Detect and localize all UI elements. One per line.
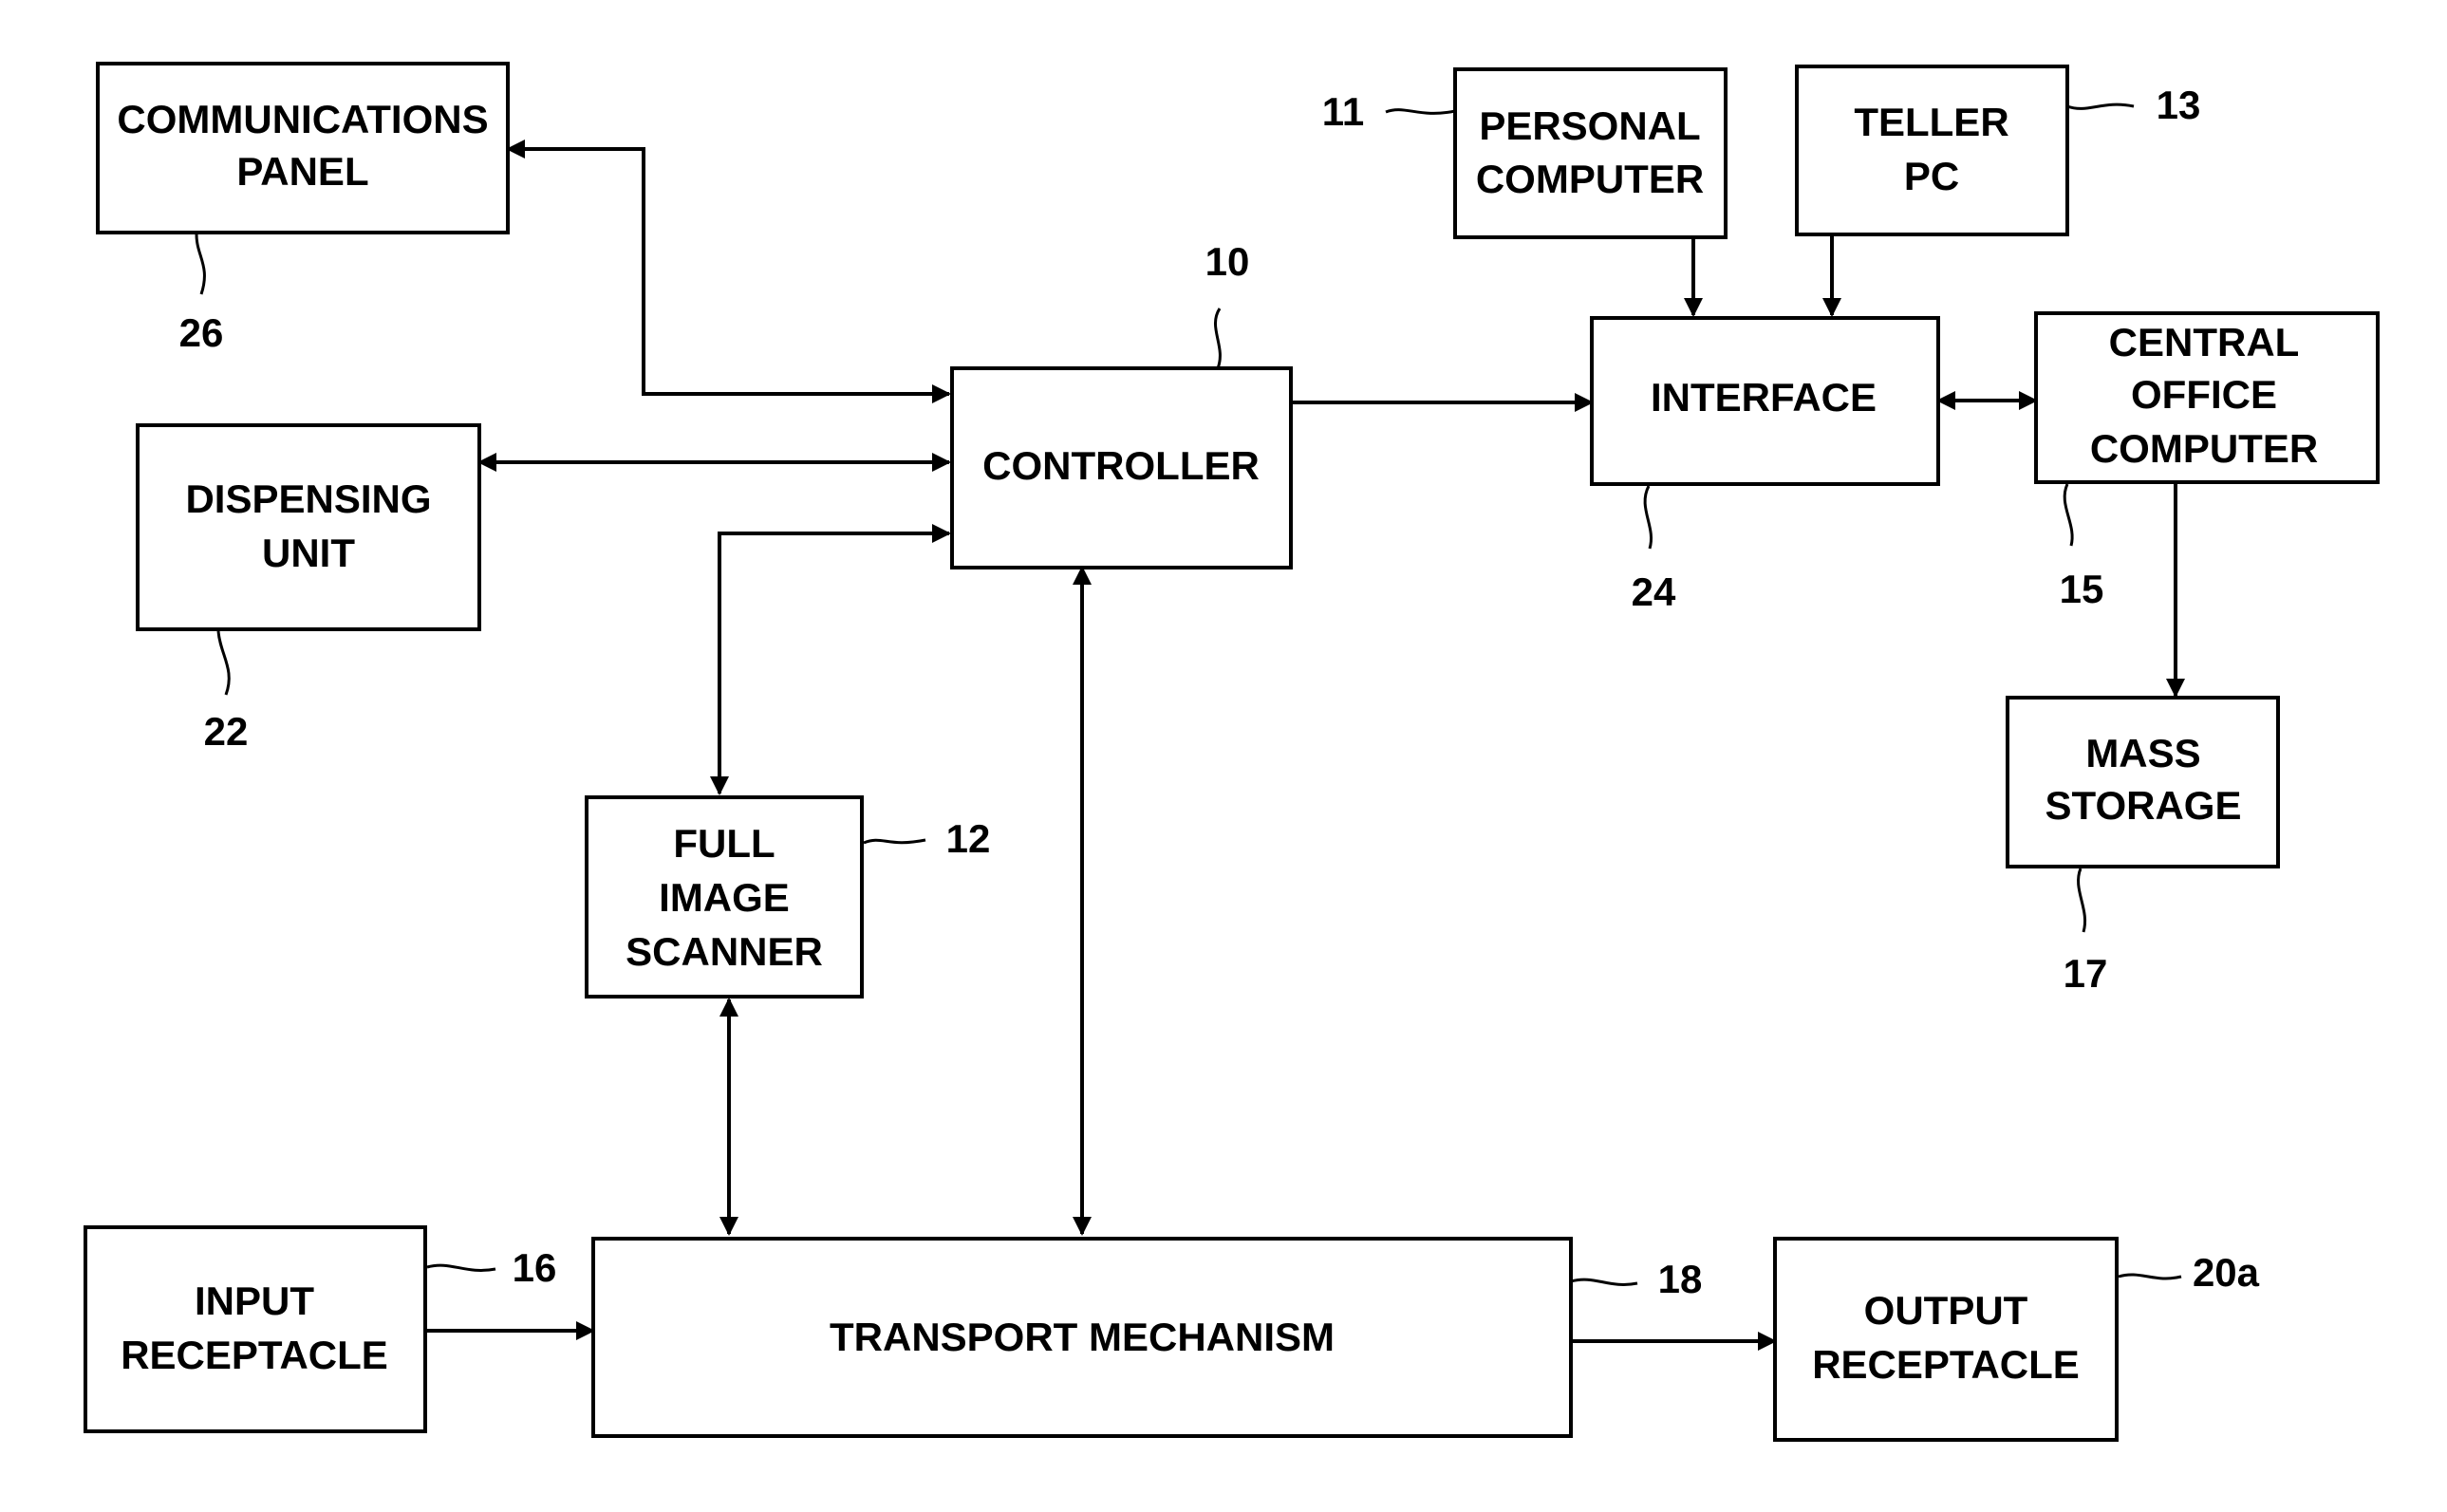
personal-computer-label-1: PERSONAL xyxy=(1479,103,1700,148)
controller-block: CONTROLLER xyxy=(952,368,1291,568)
ref-18: 18 xyxy=(1658,1257,1703,1301)
ref-15: 15 xyxy=(2060,567,2104,611)
central-office-label-3: COMPUTER xyxy=(2090,426,2318,471)
dispensing-unit-label-2: UNIT xyxy=(262,531,355,575)
dispensing-unit-block: DISPENSING UNIT xyxy=(138,425,479,629)
communications-panel-label-2: PANEL xyxy=(236,149,368,194)
interface-block: INTERFACE xyxy=(1592,318,1938,484)
personal-computer-label-2: COMPUTER xyxy=(1476,157,1704,201)
input-receptacle-block: INPUT RECEPTACLE xyxy=(85,1227,425,1431)
full-image-scanner-block: FULL IMAGE SCANNER xyxy=(587,797,862,997)
transport-mechanism-block: TRANSPORT MECHANISM xyxy=(593,1239,1571,1436)
scanner-label-3: SCANNER xyxy=(626,929,823,974)
ref-17: 17 xyxy=(2064,951,2108,996)
communications-panel-label-1: COMMUNICATIONS xyxy=(117,97,488,141)
teller-pc-label-1: TELLER xyxy=(1854,100,2008,144)
ref-20a: 20a xyxy=(2193,1250,2260,1295)
output-receptacle-block: OUTPUT RECEPTACLE xyxy=(1775,1239,2117,1440)
ref-22: 22 xyxy=(204,709,249,754)
interface-label: INTERFACE xyxy=(1651,375,1877,420)
personal-computer-block: PERSONAL COMPUTER xyxy=(1455,69,1726,237)
reference-numbers: 26 22 10 12 11 13 24 15 17 16 18 20a xyxy=(179,83,2260,1301)
mass-storage-block: MASS STORAGE xyxy=(2008,698,2278,867)
ref-10: 10 xyxy=(1205,239,1250,284)
controller-label: CONTROLLER xyxy=(982,443,1260,488)
central-office-label-2: OFFICE xyxy=(2131,372,2277,417)
ref-26: 26 xyxy=(179,310,224,355)
communications-panel-block: COMMUNICATIONS PANEL xyxy=(98,64,508,233)
connector-communications-controller xyxy=(508,149,949,394)
ref-11: 11 xyxy=(1322,89,1364,134)
ref-12: 12 xyxy=(946,816,991,861)
central-office-label-1: CENTRAL xyxy=(2109,320,2300,364)
scanner-label-1: FULL xyxy=(673,821,775,866)
input-receptacle-label-1: INPUT xyxy=(195,1279,314,1323)
central-office-computer-block: CENTRAL OFFICE COMPUTER xyxy=(2036,313,2378,482)
mass-storage-label-2: STORAGE xyxy=(2045,783,2242,828)
mass-storage-label-1: MASS xyxy=(2085,731,2200,775)
ref-24: 24 xyxy=(1632,569,1676,614)
connector-scanner-controller xyxy=(719,533,949,793)
output-receptacle-label-2: RECEPTACLE xyxy=(1812,1342,2080,1387)
transport-mechanism-label: TRANSPORT MECHANISM xyxy=(830,1315,1335,1359)
ref-13: 13 xyxy=(2157,83,2201,127)
input-receptacle-label-2: RECEPTACLE xyxy=(121,1333,388,1377)
ref-16: 16 xyxy=(513,1245,557,1290)
scanner-label-2: IMAGE xyxy=(659,875,790,920)
reference-leaders xyxy=(196,104,2181,1284)
dispensing-unit-label-1: DISPENSING xyxy=(185,476,431,521)
teller-pc-label-2: PC xyxy=(1904,154,1959,198)
output-receptacle-label-1: OUTPUT xyxy=(1864,1288,2028,1333)
teller-pc-block: TELLER PC xyxy=(1797,66,2067,234)
